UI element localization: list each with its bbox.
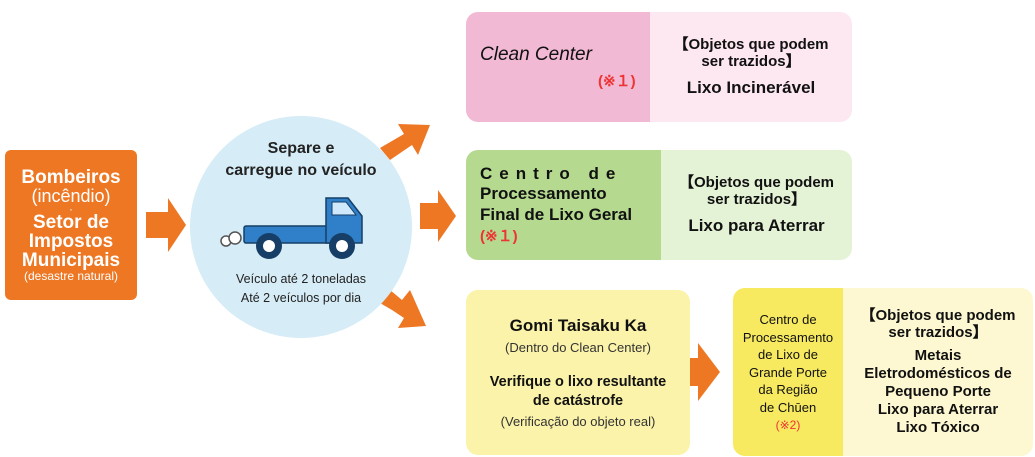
objects-heading-line2: ser trazidos】 [888, 324, 988, 341]
list-item: Eletrodomésticos de [864, 365, 1012, 383]
gomi-verify-line2: de catástrofe [532, 392, 624, 409]
objects-heading-line2: ser trazidos】 [706, 191, 807, 208]
grande-porte-line4: Grande Porte [748, 364, 828, 380]
list-item: Lixo para Aterrar [877, 401, 999, 419]
transport-limits: Veículo até 2 toneladas Até 2 veículos p… [190, 270, 412, 308]
clean-center-note: (※１) [598, 72, 636, 90]
source-incendio: (incêndio) [31, 185, 111, 206]
grande-porte-box: Centro de Processamento de Lixo de Grand… [733, 288, 1033, 456]
transport-title-line1: Separe e [267, 140, 335, 157]
grande-porte-line1: Centro de [759, 312, 817, 328]
list-item: Metais [914, 347, 962, 365]
grande-porte-name-panel: Centro de Processamento de Lixo de Grand… [733, 288, 843, 456]
centro-final-box: Centro de Processamento Final de Lixo Ge… [466, 150, 852, 260]
gomi-verify-note: (Verificação do objeto real) [500, 414, 656, 430]
objects-heading-line1: 【Objetos que podem [673, 35, 829, 53]
grande-porte-objects-panel: 【Objetos que podem ser trazidos】 Metais … [843, 288, 1033, 456]
objects-heading-line1: 【Objetos que podem [678, 173, 834, 191]
truck-icon [220, 197, 363, 259]
source-bombeiros: Bombeiros [21, 166, 121, 188]
transport-title: Separe e carregue no veículo [190, 138, 412, 181]
source-box: Bombeiros (incêndio) · Setor de Impostos… [5, 150, 137, 300]
transport-title-line2: carregue no veículo [225, 161, 377, 179]
arrow-icon [380, 290, 426, 328]
gomi-location: (Dentro do Clean Center) [505, 339, 651, 355]
list-item: Pequeno Porte [885, 383, 991, 401]
objects-heading-line1: 【Objetos que podem [860, 306, 1016, 324]
centro-final-line2: Processamento [480, 184, 607, 204]
clean-center-objects-panel: 【Objetos que podem ser trazidos】 Lixo In… [650, 12, 852, 122]
centro-final-name-panel: Centro de Processamento Final de Lixo Ge… [466, 150, 661, 260]
source-setor: Setor de [32, 212, 110, 234]
grande-porte-items: Metais Eletrodomésticos de Pequeno Porte… [843, 347, 1033, 437]
source-impostos: Impostos [28, 231, 114, 253]
arrow-icon [420, 190, 456, 242]
gomi-verify: Verifique o lixo resultante de catástrof… [466, 373, 690, 411]
grande-porte-line6: de Chūen [759, 400, 817, 415]
arrow-icon [380, 124, 430, 160]
clean-center-box: Clean Center (※１) 【Objetos que podem ser… [466, 12, 852, 122]
centro-final-note: (※１) [480, 228, 518, 246]
source-municipais: Municipais [21, 250, 121, 272]
centro-final-objects-panel: 【Objetos que podem ser trazidos】 Lixo pa… [661, 150, 852, 260]
grande-porte-line5: da Região [758, 382, 818, 398]
centro-final-line1: Centro de [480, 163, 623, 183]
gomi-title: Gomi Taisaku Ka [509, 315, 647, 335]
clean-center-name: Clean Center [480, 43, 592, 65]
arrow-icon [676, 343, 720, 401]
centro-final-item: Lixo para Aterrar [688, 216, 825, 236]
grande-porte-note: (※2) [775, 417, 801, 432]
clean-center-item: Lixo Incinerável [686, 78, 816, 98]
transport-limit-count: Até 2 veículos por dia [240, 290, 362, 305]
list-item: Lixo Tóxico [896, 419, 980, 437]
transport-limit-weight: Veículo até 2 toneladas [236, 272, 366, 286]
clean-center-name-panel: Clean Center (※１) [466, 12, 650, 122]
arrow-icon [146, 198, 186, 252]
grande-porte-line3: de Lixo de [758, 347, 818, 363]
source-separator: · [69, 201, 73, 216]
source-desastre: (desastre natural) [23, 269, 119, 284]
grande-porte-line2: Processamento [742, 329, 834, 345]
objects-heading-line2: ser trazidos】 [701, 53, 801, 70]
gomi-verify-line1: Verifique o lixo resultante [489, 373, 667, 390]
centro-final-line3: Final de Lixo Geral [480, 204, 633, 224]
gomi-taisaku-box: Gomi Taisaku Ka (Dentro do Clean Center)… [466, 290, 690, 455]
